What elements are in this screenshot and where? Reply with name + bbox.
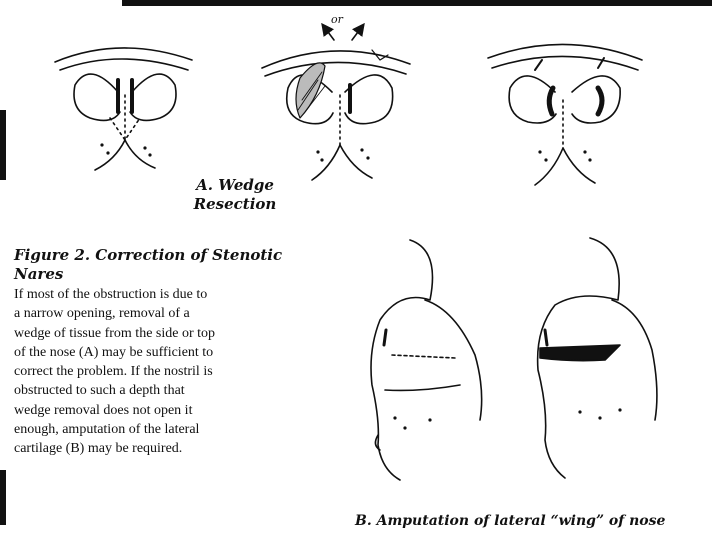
figure-title-line2: Nares	[14, 265, 334, 284]
nose-drawing-3	[488, 44, 642, 185]
nose-profile-2	[538, 238, 657, 478]
figure-title-line1: Figure 2. Correction of Stenotic	[14, 246, 334, 265]
caption-b: B. Amputation of lateral “wing” of nose	[355, 513, 705, 529]
body-line: cartilage (B) may be required.	[14, 439, 344, 458]
body-line: correct the problem. If the nostril is	[14, 362, 344, 381]
body-line: a narrow opening, removal of a	[14, 304, 344, 323]
body-line: wedge removal does not open it	[14, 401, 344, 420]
nose-drawing-1	[55, 48, 192, 170]
body-line: enough, amputation of the lateral	[14, 420, 344, 439]
body-line: wedge of tissue from the side or top	[14, 324, 344, 343]
nose-drawing-2	[262, 28, 410, 180]
or-label: or	[331, 13, 343, 26]
body-line: If most of the obstruction is due to	[14, 285, 344, 304]
nose-profile-1	[371, 240, 482, 480]
figure-title: Figure 2. Correction of Stenotic Nares	[14, 246, 334, 284]
caption-a-line2: Resection	[190, 195, 280, 214]
body-line: of the nose (A) may be sufficient to	[14, 343, 344, 362]
caption-a-line1: A. Wedge	[190, 176, 280, 195]
caption-a: A. Wedge Resection	[190, 176, 280, 214]
body-line: obstructed to such a depth that	[14, 381, 344, 400]
figure-body: If most of the obstruction is due to a n…	[14, 285, 344, 459]
